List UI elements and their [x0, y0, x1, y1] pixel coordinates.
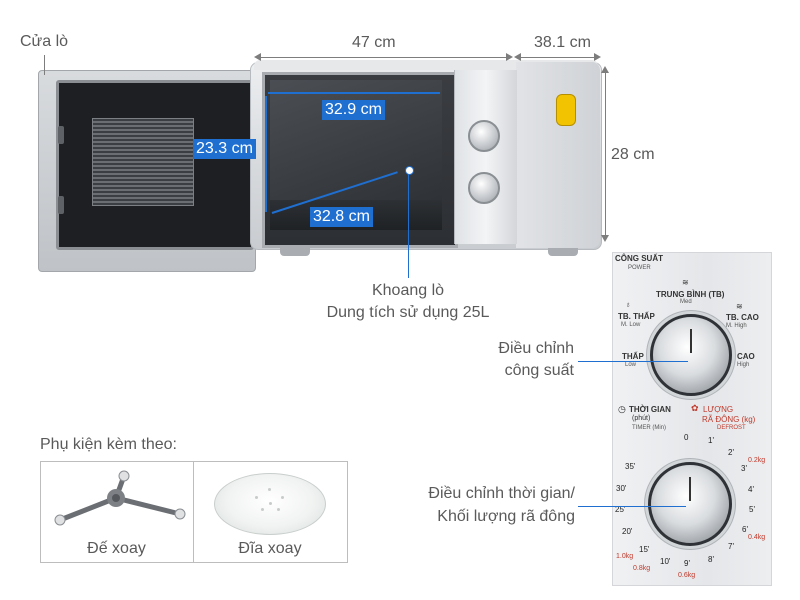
high-sublabel: High: [737, 362, 750, 368]
arrow-right-icon: [506, 53, 513, 61]
mlow-sublabel: M. Low: [621, 322, 641, 328]
timer-leader-line: [578, 506, 686, 507]
arrow-left-icon: [514, 53, 521, 61]
power-dial: [650, 314, 732, 396]
tick-15: 15': [639, 545, 650, 554]
med-sublabel: Med: [680, 299, 692, 305]
dimension-label-height: 28 cm: [611, 146, 655, 163]
power-leader-line: [578, 361, 688, 362]
microwave-foot: [548, 248, 578, 256]
defrost-title-2: RÃ ĐÔNG (kg): [702, 415, 756, 424]
tick-6: 6': [742, 525, 748, 534]
turntable-plate-icon: [214, 473, 326, 535]
door-window-mesh: [92, 118, 194, 206]
tick-20: 20': [622, 527, 633, 536]
cavity-height-line: [265, 96, 267, 212]
cavity-width-line: [268, 92, 440, 94]
power-knob: [468, 120, 500, 152]
tick-0: 0: [684, 433, 689, 442]
cavity-depth-label: 32.8 cm: [310, 207, 373, 227]
timer-dial: [648, 462, 732, 546]
leader-dot-icon: [405, 166, 414, 175]
tick-2: 2': [728, 448, 734, 457]
defrost-drop-icon: ♁: [625, 300, 631, 309]
door-latch: [58, 126, 64, 144]
height-dimension-line: [605, 68, 606, 240]
width-dimension-line: [256, 57, 510, 58]
tick-0-4kg: 0.4kg: [748, 534, 766, 541]
cavity-width-label: 32.9 cm: [322, 100, 385, 120]
heat-wave-icon: ≋: [736, 302, 743, 311]
door-label: Cửa lò: [20, 33, 69, 50]
timer-title: THỜI GIAN: [629, 405, 671, 414]
tick-0-8kg: 0.8kg: [633, 565, 651, 572]
timer-subtitle: TIMER (Min): [632, 425, 666, 431]
defrost-title: LƯỢNG: [703, 405, 734, 414]
tick-8: 8': [708, 555, 714, 564]
arrow-left-icon: [254, 53, 261, 61]
accessory-label-plate: Đĩa xoay: [238, 540, 302, 557]
microwave-control-panel: [454, 70, 517, 244]
microwave-foot: [280, 248, 310, 256]
timer-title-2: (phút): [632, 415, 651, 422]
cavity-height-label: 23.3 cm: [193, 139, 256, 159]
microwave-top: [254, 60, 598, 70]
power-control-label-2: công suất: [504, 362, 574, 379]
tick-0-2kg: 0.2kg: [748, 457, 766, 464]
tick-35: 35': [625, 462, 636, 471]
tick-5: 5': [749, 505, 755, 514]
power-control-label-1: Điều chỉnh: [498, 340, 574, 357]
dimension-label-depth: 38.1 cm: [534, 34, 591, 51]
mhigh-label: TB. CAO: [726, 313, 759, 322]
tick-1-0kg: 1.0kg: [616, 553, 634, 560]
defrost-icon: ✿: [691, 403, 699, 413]
arrow-down-icon: [601, 235, 609, 242]
cavity-capacity: Dung tích sử dụng 25L: [326, 304, 490, 321]
cavity-leader-line: [408, 170, 409, 278]
dial-indicator: [689, 477, 691, 501]
timer-control-label-2: Khối lượng rã đông: [437, 508, 575, 525]
tick-0-6kg: 0.6kg: [678, 572, 696, 579]
defrost-subtitle: DEFROST: [717, 425, 746, 431]
accessories-title: Phụ kiện kèm theo:: [40, 436, 177, 453]
low-sublabel: Low: [625, 362, 637, 368]
heat-wave-icon: ≋: [682, 278, 689, 287]
energy-sticker: [556, 94, 576, 126]
arrow-right-icon: [594, 53, 601, 61]
accessories-table: [40, 461, 348, 563]
roller-ring-icon: [54, 470, 186, 526]
arrow-up-icon: [601, 66, 609, 73]
tick-4: 4': [748, 485, 754, 494]
tick-3: 3': [741, 464, 747, 473]
tick-9: 9': [684, 559, 690, 568]
power-title: CÔNG SUẤT: [615, 254, 663, 263]
mhigh-sublabel: M. High: [726, 323, 747, 329]
cavity-title: Khoang lò: [371, 282, 445, 299]
tick-7: 7': [728, 542, 734, 551]
high-label: CAO: [737, 352, 755, 361]
microwave-side: [516, 62, 600, 248]
timer-knob: [468, 172, 500, 204]
depth-dimension-line: [516, 57, 598, 58]
mlow-label: TB. THẤP: [618, 312, 655, 321]
tick-1: 1': [708, 436, 714, 445]
dimension-label-width: 47 cm: [352, 34, 396, 51]
door-latch: [58, 196, 64, 214]
low-label: THẤP: [622, 352, 644, 361]
med-label: TRUNG BÌNH (TB): [656, 290, 725, 299]
power-subtitle: POWER: [628, 265, 651, 271]
clock-icon: ◷: [618, 404, 626, 414]
tick-25: 25': [615, 505, 626, 514]
tick-10: 10': [660, 557, 671, 566]
accessories-divider: [193, 461, 194, 562]
timer-control-label-1: Điều chỉnh thời gian/: [428, 485, 575, 502]
door-leader-line: [44, 55, 45, 75]
tick-30: 30': [616, 484, 627, 493]
accessory-label-roller: Đế xoay: [87, 540, 146, 557]
dial-indicator: [690, 329, 692, 353]
